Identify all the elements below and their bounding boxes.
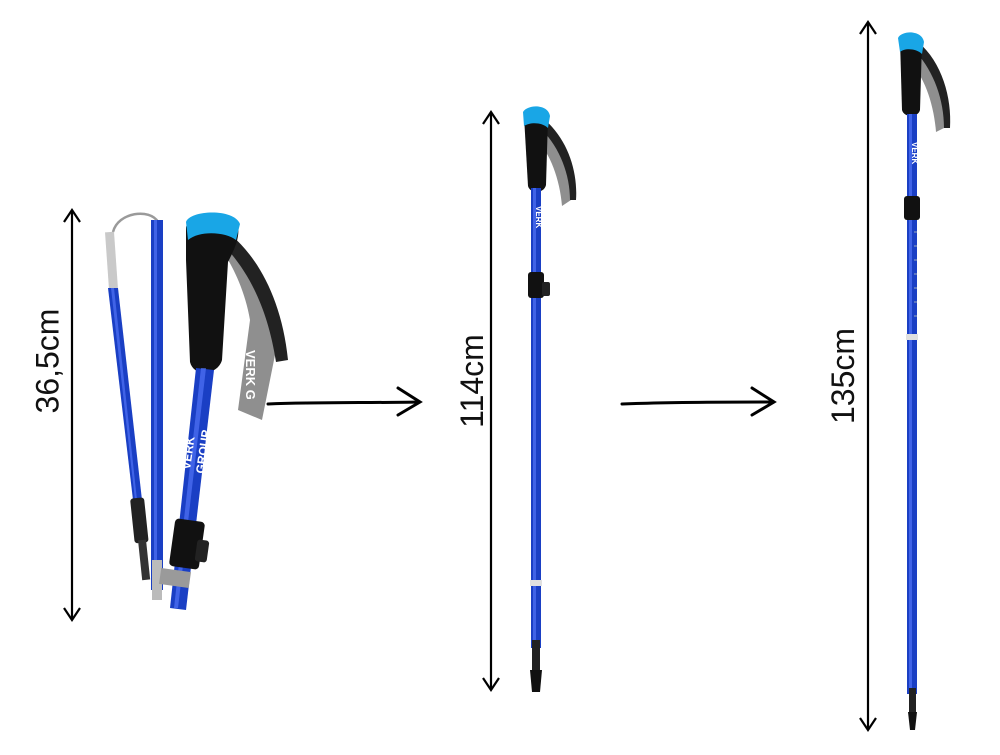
dimension-line-folded <box>63 208 81 622</box>
svg-text:VERK: VERK <box>534 206 543 228</box>
dimension-line-long <box>859 20 877 732</box>
arrow-folded-to-short <box>266 386 423 417</box>
measurement-folded-label: 36,5cm <box>29 308 66 414</box>
pole-114cm: VERK <box>523 106 577 692</box>
svg-text:VERK: VERK <box>910 142 919 164</box>
measurement-short-label: 114cm <box>453 334 490 428</box>
svg-text:VERK G: VERK G <box>243 350 258 400</box>
folded-pole: VERK G VERK GROUP <box>105 212 288 610</box>
dimension-line-short <box>482 110 500 692</box>
arrow-short-to-long <box>620 386 777 417</box>
pole-135cm: VERK <box>898 32 951 730</box>
svg-text:VERK: VERK <box>179 435 198 470</box>
svg-text:GROUP: GROUP <box>193 429 213 475</box>
measurement-long-label: 135cm <box>825 327 862 425</box>
